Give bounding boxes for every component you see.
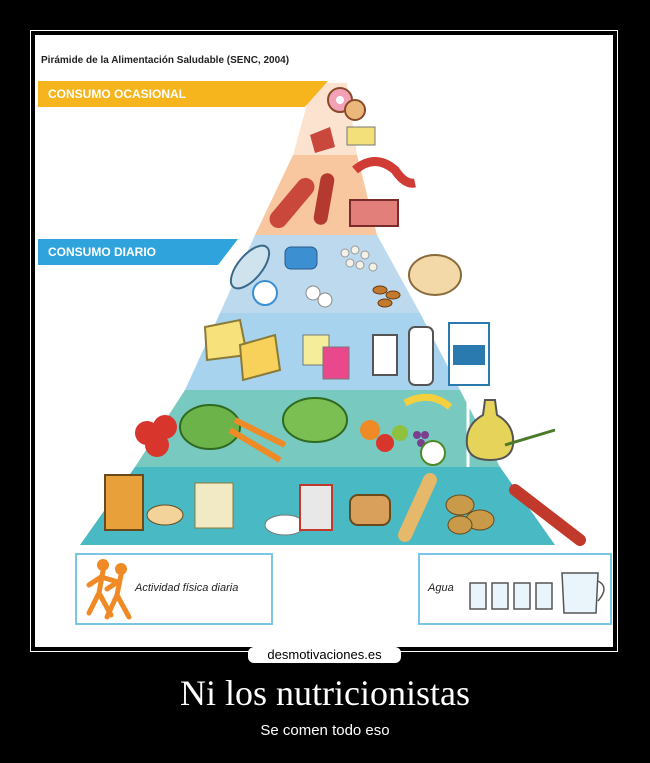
spaghetti-icon [509, 484, 586, 546]
vegetables-illustration [135, 393, 556, 466]
chorizo-icon [352, 157, 416, 188]
tin-icon [284, 246, 318, 270]
cabbage-icon [282, 397, 348, 443]
water-box: Agua [418, 553, 612, 625]
pasta-box-icon [299, 484, 333, 531]
fish-icon [229, 244, 271, 290]
milk-glass-icon [372, 334, 398, 376]
cereal-bowl-icon [146, 504, 184, 526]
poster-title: Pirámide de la Alimentación Saludable (S… [41, 55, 290, 66]
food-pyramid [80, 83, 586, 546]
band-occasional: CONSUMO OCASIONAL [38, 81, 328, 107]
nuts-icon [372, 285, 401, 308]
candy-icon [310, 127, 335, 153]
sweets-illustration [310, 87, 376, 153]
bread-icon [349, 494, 391, 526]
flour-bag-icon [194, 482, 234, 529]
butter-icon [346, 126, 376, 146]
poster-subheading: Se comen todo eso [260, 722, 390, 739]
protein-illustration [229, 244, 462, 308]
carrot-icon [228, 427, 282, 463]
oil-bottle-icon [465, 399, 515, 462]
poster: Pirámide de la Alimentación Saludable (S… [35, 35, 613, 647]
runners-icon [86, 559, 132, 620]
sausage-icon [269, 177, 315, 229]
egg-icon [305, 285, 321, 301]
dairy-illustration [203, 318, 490, 386]
legumes-icon [340, 245, 378, 272]
cereal-box-icon [104, 474, 144, 531]
potatoes-icon [445, 494, 495, 535]
fruit-icon [360, 420, 380, 440]
ham-icon [349, 199, 399, 227]
water-label: Agua [428, 582, 454, 594]
olive-branch-icon [504, 428, 556, 447]
poster-heading: Ni los nutricionistas [180, 673, 470, 713]
band-daily: CONSUMO DIARIO [38, 239, 238, 265]
chicken-icon [408, 254, 462, 296]
activity-label: Actividad física diaria [135, 582, 239, 594]
baguette-icon [398, 473, 437, 542]
water-glasses-icon [469, 572, 605, 614]
lettuce-icon [179, 404, 241, 450]
grains-illustration [104, 473, 586, 546]
peas-icon [420, 440, 446, 466]
activity-box: Actividad física diaria [75, 553, 273, 625]
milk-bottle-icon [408, 326, 434, 386]
banana-icon [403, 393, 453, 410]
site-watermark: desmotivaciones.es [248, 647, 401, 663]
meat-illustration [269, 157, 416, 229]
